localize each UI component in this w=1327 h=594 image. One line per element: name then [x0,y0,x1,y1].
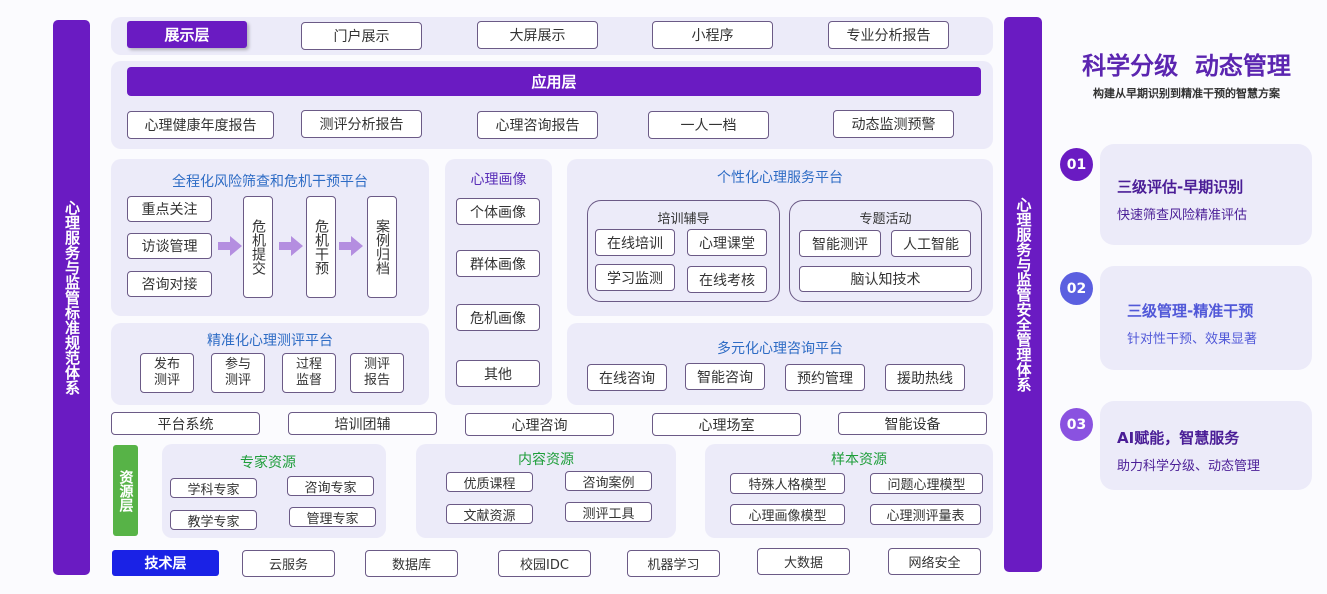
sample-resource-title: 样本资源 [831,452,887,468]
application-item: 动态监测预警 [833,110,954,138]
expert-item: 咨询专家 [287,476,374,496]
tech-item: 校园IDC [498,550,591,577]
card-desc: 针对性干预、效果显著 [1127,332,1258,347]
activity-title: 专题活动 [859,212,912,227]
training-title: 培训辅导 [657,212,710,227]
support-item: 培训团辅 [288,412,437,435]
card-title: AI赋能，智慧服务 [1117,429,1240,447]
activity-group [789,200,982,302]
display-item: 大屏展示 [477,21,598,49]
application-layer-label: 应用层 [127,67,981,96]
arrow-icon [279,236,303,260]
display-item: 小程序 [652,21,773,49]
portrait-item: 群体画像 [456,250,540,277]
content-item: 测评工具 [565,502,652,522]
sample-item: 心理测评量表 [870,504,981,525]
security-system-bar: 心理服务与监管安全管理体系 [1004,17,1042,572]
personal-platform-title: 个性化心理服务平台 [717,170,843,186]
activity-item: 人工智能 [891,230,971,257]
content-item: 优质课程 [446,472,533,492]
tech-item: 机器学习 [627,550,720,577]
card-title: 三级评估-早期识别 [1117,178,1244,196]
assessment-platform-title: 精准化心理测评平台 [207,333,333,349]
right-panel-title: 科学分级 动态管理 [1082,52,1291,80]
training-item: 心理课堂 [687,229,767,256]
display-layer-label: 展示层 [127,21,247,48]
sample-item: 心理画像模型 [730,504,845,525]
activity-item: 脑认知技术 [799,266,972,292]
tech-item: 网络安全 [888,548,981,575]
sample-item: 问题心理模型 [870,473,983,494]
support-item: 智能设备 [838,412,987,435]
card-title: 三级管理-精准干预 [1127,302,1254,320]
risk-platform-title: 全程化风险筛查和危机干预平台 [172,174,368,190]
assessment-item: 测评报告 [350,353,404,393]
activity-item: 智能测评 [799,230,881,257]
risk-step-item: 危机提交 [243,196,273,298]
expert-item: 教学专家 [170,510,257,530]
support-item: 心理咨询 [465,413,614,436]
portrait-item: 其他 [456,360,540,387]
resource-layer-label: 资源层 [113,445,138,536]
consult-item: 智能咨询 [685,363,765,390]
arrow-icon [218,236,242,260]
top-cut-line [60,0,910,2]
assessment-item: 参与测评 [211,353,265,393]
content-item: 文献资源 [446,504,533,524]
card-desc: 快速筛查风险精准评估 [1117,208,1248,223]
display-item: 专业分析报告 [828,21,949,49]
consult-item: 在线咨询 [587,364,667,391]
assessment-item: 过程监督 [282,353,336,393]
arrow-icon [339,236,363,260]
card-number-badge: 01 [1060,148,1093,181]
risk-left-item: 访谈管理 [127,233,212,259]
risk-left-item: 咨询对接 [127,271,212,297]
portrait-item: 个体画像 [456,198,540,225]
risk-step-item: 案例归档 [367,196,397,298]
risk-left-item: 重点关注 [127,196,212,222]
card-number-badge: 03 [1060,408,1093,441]
card-number-badge: 02 [1060,272,1093,305]
tech-item: 数据库 [365,550,458,577]
risk-step-item: 危机干预 [306,196,336,298]
consult-item: 援助热线 [885,364,965,391]
application-item: 一人一档 [648,111,769,139]
support-item: 平台系统 [111,412,260,435]
content-item: 咨询案例 [565,471,652,491]
training-item: 在线考核 [687,266,767,293]
display-item: 门户展示 [301,22,422,50]
expert-item: 学科专家 [170,478,257,498]
tech-item: 大数据 [757,548,850,575]
application-item: 心理健康年度报告 [127,111,274,139]
expert-resource-title: 专家资源 [240,455,296,471]
sample-item: 特殊人格模型 [730,473,845,494]
training-item: 学习监测 [595,264,675,291]
portrait-item: 危机画像 [456,304,540,331]
standards-system-bar: 心理服务与监管标准规范体系 [53,20,90,575]
right-panel-subtitle: 构建从早期识别到精准干预的智慧方案 [1093,87,1280,100]
application-item: 测评分析报告 [301,110,422,138]
tech-layer-label: 技术层 [112,550,219,576]
training-item: 在线培训 [595,229,675,256]
consult-item: 预约管理 [785,364,865,391]
feature-card [1100,401,1312,490]
tech-item: 云服务 [242,550,335,577]
training-group [587,200,780,302]
expert-item: 管理专家 [289,507,376,527]
portrait-title: 心理画像 [470,172,527,188]
application-item: 心理咨询报告 [477,111,598,139]
assessment-item: 发布测评 [140,353,194,393]
feature-card [1100,266,1312,370]
consult-platform-title: 多元化心理咨询平台 [717,341,843,357]
support-item: 心理场室 [652,413,801,436]
content-resource-title: 内容资源 [518,452,574,468]
card-desc: 助力科学分级、动态管理 [1117,459,1261,474]
feature-card [1100,144,1312,245]
